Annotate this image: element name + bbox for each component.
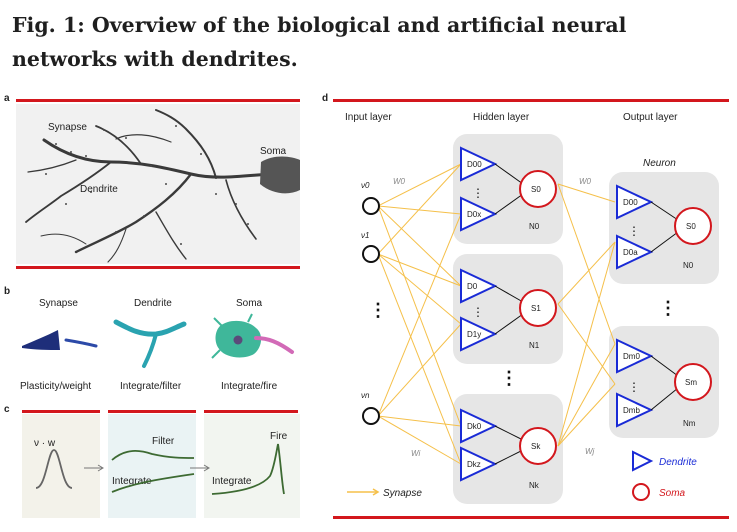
panel-c-rule-1 bbox=[22, 410, 100, 413]
soma-circle bbox=[519, 427, 557, 465]
panel-a-letter: a bbox=[4, 93, 10, 104]
legend-dendrite-icon bbox=[632, 450, 654, 472]
integrate-label-1: Integrate bbox=[112, 476, 152, 487]
synapse-illustration bbox=[22, 330, 98, 350]
neuron-label: Neuron bbox=[643, 158, 676, 169]
dendrite-label: Dkz bbox=[467, 460, 481, 469]
micrograph-soma-label: Soma bbox=[260, 146, 287, 157]
svg-text:⋮: ⋮ bbox=[472, 186, 484, 200]
svg-text:⋮: ⋮ bbox=[628, 380, 640, 394]
panel-b-letter: b bbox=[4, 286, 11, 297]
soma-circle bbox=[519, 289, 557, 327]
input-ellipsis: ⋮ bbox=[369, 300, 387, 320]
synapse-caption: Plasticity/weight bbox=[20, 381, 91, 392]
soma-circle bbox=[519, 170, 557, 208]
micrograph-synapse-label: Synapse bbox=[48, 122, 87, 133]
dendrite-label: Dmb bbox=[623, 406, 640, 415]
dendrite-label: D0a bbox=[623, 248, 638, 257]
dendrite-label: Dm0 bbox=[623, 352, 640, 361]
weight-w0-out: W0 bbox=[579, 177, 592, 186]
output-layer-label: Output layer bbox=[623, 112, 678, 123]
signal-panel: ν · w Filter Integrate Fire Integrate bbox=[22, 414, 300, 518]
soma-label: S1 bbox=[531, 304, 541, 313]
panel-c-letter: c bbox=[4, 404, 10, 415]
input-node-0 bbox=[362, 197, 380, 215]
hidden-layer-label: Hidden layer bbox=[473, 112, 530, 123]
node-name: N0 bbox=[683, 261, 694, 270]
node-name: N0 bbox=[529, 222, 540, 231]
dendrite-illustration bbox=[113, 319, 187, 368]
input-label-n: νn bbox=[361, 391, 370, 400]
weight-wi: Wi bbox=[411, 449, 420, 458]
filter-curve bbox=[111, 450, 195, 461]
input-node-1 bbox=[362, 245, 380, 263]
weight-wj: Wj bbox=[585, 447, 595, 456]
svg-text:⋮: ⋮ bbox=[472, 305, 484, 319]
spike-curve bbox=[35, 449, 73, 489]
soma-label: Sk bbox=[531, 442, 541, 451]
output-node-m: Dm0 Dmb ⋮ Sm Nm bbox=[616, 338, 712, 428]
panel-a-bottom-rule bbox=[16, 266, 300, 269]
dendrite-label: D00 bbox=[467, 160, 482, 169]
legend-dendrite: Dendrite bbox=[659, 457, 697, 468]
dendrite-header: Dendrite bbox=[134, 298, 172, 309]
soma-header: Soma bbox=[236, 298, 263, 309]
panel-c-rule-3 bbox=[204, 410, 298, 413]
input-node-n bbox=[362, 407, 380, 425]
soma-caption: Integrate/fire bbox=[221, 381, 278, 392]
legend-soma-icon bbox=[632, 483, 650, 501]
hidden-node-0: D00 D0x ⋮ S0 N0 bbox=[460, 146, 557, 232]
figure-title: Fig. 1: Overview of the biological and a… bbox=[12, 13, 627, 71]
hidden-node-1: D0 D1y ⋮ S1 N1 bbox=[460, 268, 557, 352]
vw-label: ν · w bbox=[34, 438, 56, 449]
soma-circle bbox=[674, 207, 712, 245]
panel-d-letter: d bbox=[322, 93, 329, 104]
input-label-0: ν0 bbox=[361, 181, 370, 190]
dendrite-label: D0 bbox=[467, 282, 478, 291]
integrate-label-2: Integrate bbox=[212, 476, 252, 487]
synapse-connections bbox=[377, 163, 616, 465]
soma-label: S0 bbox=[686, 222, 696, 231]
node-name: N1 bbox=[529, 341, 540, 350]
soma-label: Sm bbox=[685, 378, 697, 387]
dendrite-caption: Integrate/filter bbox=[120, 381, 182, 392]
panel-d-bottom-rule bbox=[333, 516, 729, 519]
dendrite-label: D0x bbox=[467, 210, 481, 219]
hidden-ellipsis: ⋮ bbox=[500, 368, 518, 388]
dendrite-label: D1y bbox=[467, 330, 481, 339]
panel-a-top-rule bbox=[16, 99, 300, 102]
legend-soma: Soma bbox=[659, 488, 686, 499]
synapse-header: Synapse bbox=[39, 298, 78, 309]
input-layer-label: Input layer bbox=[345, 112, 392, 123]
dendrite-micrograph: Synapse Dendrite Soma bbox=[16, 104, 300, 264]
node-name: Nm bbox=[683, 419, 696, 428]
micrograph-dendrite-label: Dendrite bbox=[80, 184, 118, 195]
panel-d-top-rule bbox=[333, 99, 729, 102]
soma-circle bbox=[674, 363, 712, 401]
panel-c-rule-2 bbox=[108, 410, 196, 413]
fire-curve bbox=[211, 443, 285, 495]
network-diagram: Input layer Hidden layer Output layer Ne… bbox=[333, 104, 729, 514]
legend-synapse: Synapse bbox=[383, 488, 422, 499]
integrate-curve-1 bbox=[111, 473, 195, 493]
dendrite-label: Dk0 bbox=[467, 422, 482, 431]
node-name: Nk bbox=[529, 481, 540, 490]
svg-text:⋮: ⋮ bbox=[628, 224, 640, 238]
dendrite-label: D00 bbox=[623, 198, 638, 207]
filter-label: Filter bbox=[152, 436, 175, 447]
output-node-0: D00 D0a ⋮ S0 N0 bbox=[616, 184, 712, 270]
input-label-1: ν1 bbox=[361, 231, 369, 240]
weight-w0: W0 bbox=[393, 177, 406, 186]
fire-label: Fire bbox=[270, 431, 288, 442]
legend: Synapse Dendrite Soma bbox=[347, 450, 697, 501]
soma-illustration bbox=[211, 313, 294, 359]
hidden-node-k: Dk0 Dkz Sk Nk bbox=[460, 408, 557, 490]
output-ellipsis: ⋮ bbox=[659, 298, 677, 318]
component-panel: Synapse Dendrite Soma Plasticity/weight … bbox=[20, 298, 294, 392]
soma-label: S0 bbox=[531, 185, 541, 194]
